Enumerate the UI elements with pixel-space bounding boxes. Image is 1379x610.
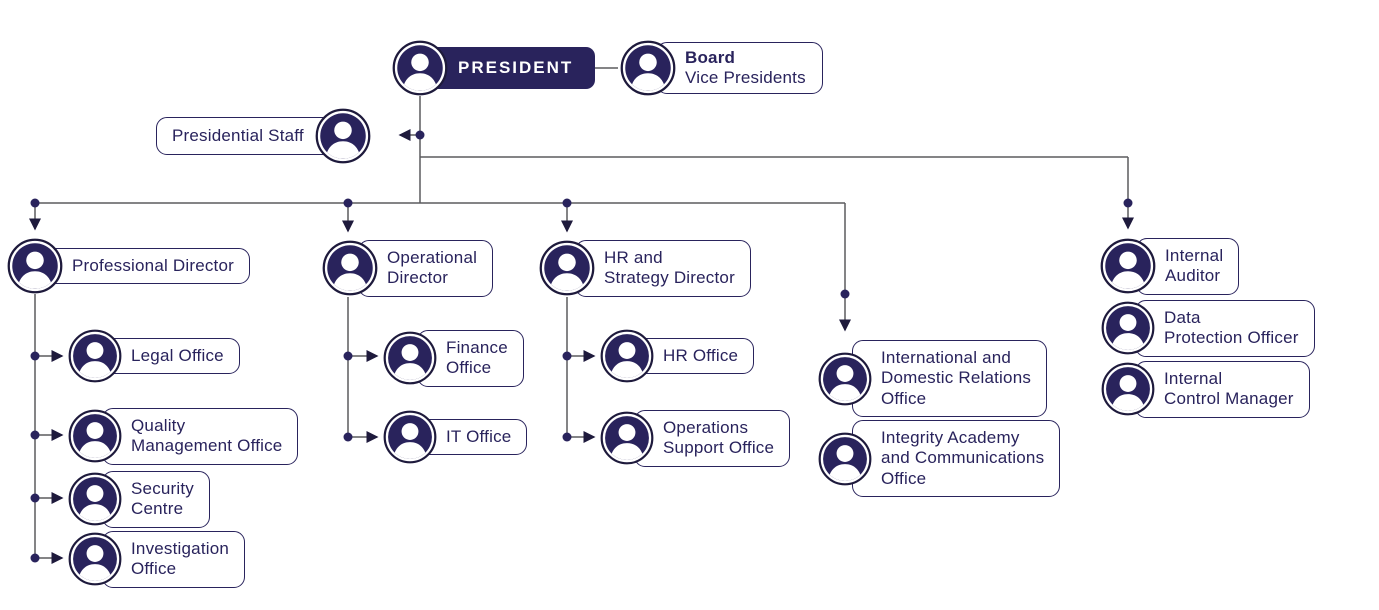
- node-data-protection-officer: Data Protection Officer: [1101, 300, 1315, 357]
- person-icon: [383, 410, 437, 464]
- node-label: HR and Strategy Director: [575, 240, 751, 297]
- node-presidential-staff: Presidential Staff: [156, 108, 371, 164]
- person-icon: [1101, 301, 1155, 355]
- person-icon: [383, 331, 437, 385]
- node-security-centre: Security Centre: [68, 471, 211, 528]
- person-icon: [68, 472, 122, 526]
- person-icon: [818, 432, 872, 486]
- board-subtitle: Vice Presidents: [685, 68, 806, 87]
- board-title: Board: [685, 47, 736, 67]
- person-icon: [600, 329, 654, 383]
- person-icon: [620, 40, 676, 96]
- node-label: Professional Director: [43, 247, 250, 285]
- node-legal-office: Legal Office: [68, 329, 240, 383]
- node-internal-control-manager: Internal Control Manager: [1101, 361, 1310, 418]
- node-professional-director: Professional Director: [7, 238, 250, 294]
- node-international-domestic-relations-office: International and Domestic Relations Off…: [818, 340, 1048, 418]
- person-icon: [539, 240, 595, 296]
- node-label: Presidential Staff: [156, 116, 337, 156]
- node-label: Legal Office: [102, 337, 240, 375]
- node-it-office: IT Office: [383, 410, 528, 464]
- node-label: Investigation Office: [102, 531, 246, 588]
- person-icon: [1100, 238, 1156, 294]
- node-label: Integrity Academy and Communications Off…: [852, 420, 1061, 498]
- node-quality-management-office: Quality Management Office: [68, 408, 299, 465]
- person-icon: [1101, 362, 1155, 416]
- node-label: Operations Support Office: [634, 410, 791, 467]
- node-label: Quality Management Office: [102, 408, 299, 465]
- node-label: International and Domestic Relations Off…: [852, 340, 1048, 418]
- person-icon: [315, 108, 371, 164]
- person-icon: [68, 532, 122, 586]
- node-hr-office: HR Office: [600, 329, 755, 383]
- person-icon: [68, 329, 122, 383]
- node-board: Board Vice Presidents: [620, 40, 823, 96]
- person-icon: [392, 40, 448, 96]
- person-icon: [322, 240, 378, 296]
- node-label: HR Office: [634, 337, 755, 375]
- board-box: Board Vice Presidents: [656, 41, 823, 95]
- node-label: Internal Control Manager: [1135, 361, 1310, 418]
- node-label: IT Office: [417, 418, 528, 456]
- person-icon: [68, 409, 122, 463]
- person-icon: [600, 411, 654, 465]
- node-hr-strategy-director: HR and Strategy Director: [539, 240, 751, 297]
- node-president: PRESIDENT: [392, 40, 596, 96]
- president-label: PRESIDENT: [428, 46, 596, 90]
- node-integrity-academy-communications-office: Integrity Academy and Communications Off…: [818, 420, 1061, 498]
- node-operational-director: Operational Director: [322, 240, 494, 297]
- node-label: Operational Director: [358, 240, 494, 297]
- node-label: Data Protection Officer: [1135, 300, 1315, 357]
- person-icon: [818, 352, 872, 406]
- person-icon: [7, 238, 63, 294]
- node-finance-office: Finance Office: [383, 330, 524, 387]
- node-operations-support-office: Operations Support Office: [600, 410, 791, 467]
- node-investigation-office: Investigation Office: [68, 531, 246, 588]
- node-internal-auditor: Internal Auditor: [1100, 238, 1240, 295]
